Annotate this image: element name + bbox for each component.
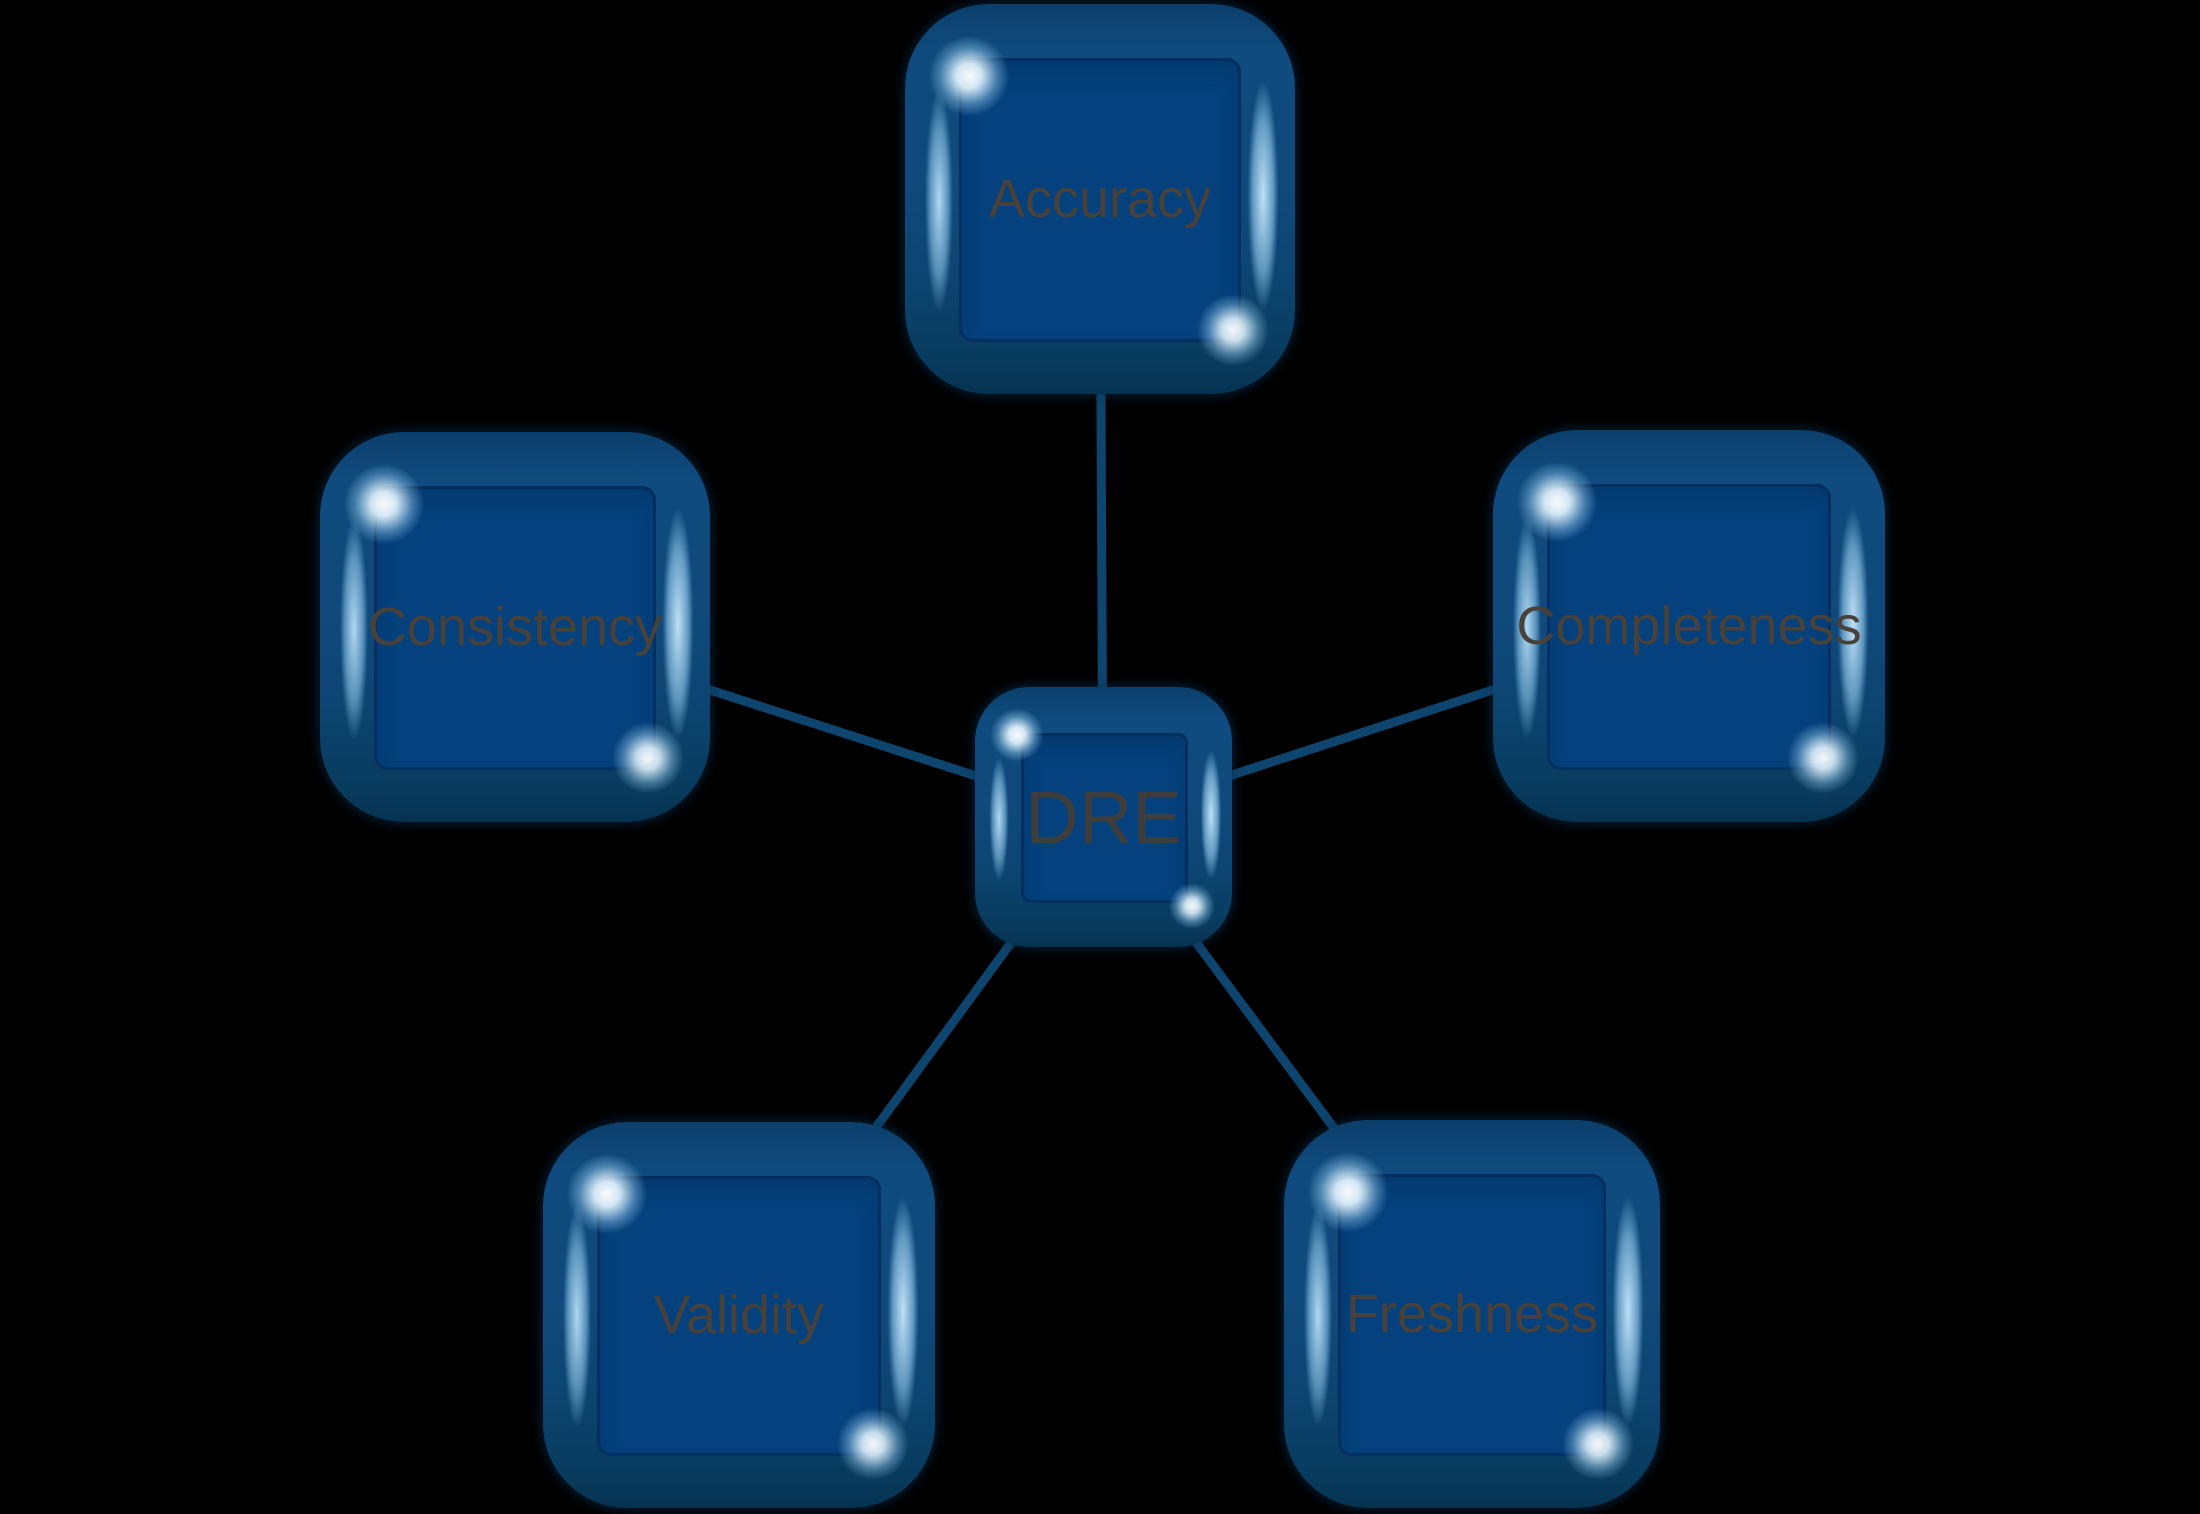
node-accuracy-label: Accuracy <box>988 169 1212 229</box>
node-completeness-label: Completeness <box>1516 596 1862 656</box>
node-validity-label: Validity <box>653 1285 825 1345</box>
node-consistency-gloss-highlight <box>320 432 710 822</box>
node-validity: Validity <box>543 1122 935 1508</box>
node-validity-gloss-highlight <box>543 1122 935 1508</box>
node-accuracy: Accuracy <box>905 4 1295 394</box>
node-freshness: Freshness <box>1284 1120 1660 1508</box>
node-freshness-gloss-highlight <box>1284 1120 1660 1508</box>
node-dre-label: DRE <box>1025 775 1182 859</box>
node-accuracy-gloss-highlight <box>905 4 1295 394</box>
node-consistency-label: Consistency <box>367 597 663 657</box>
node-freshness-label: Freshness <box>1345 1284 1599 1344</box>
node-completeness-gloss-highlight <box>1493 430 1885 822</box>
node-dre-gloss-highlight <box>975 687 1232 947</box>
node-consistency: Consistency <box>320 432 710 822</box>
node-completeness: Completeness <box>1493 430 1885 822</box>
node-dre-center: DRE <box>975 687 1232 947</box>
